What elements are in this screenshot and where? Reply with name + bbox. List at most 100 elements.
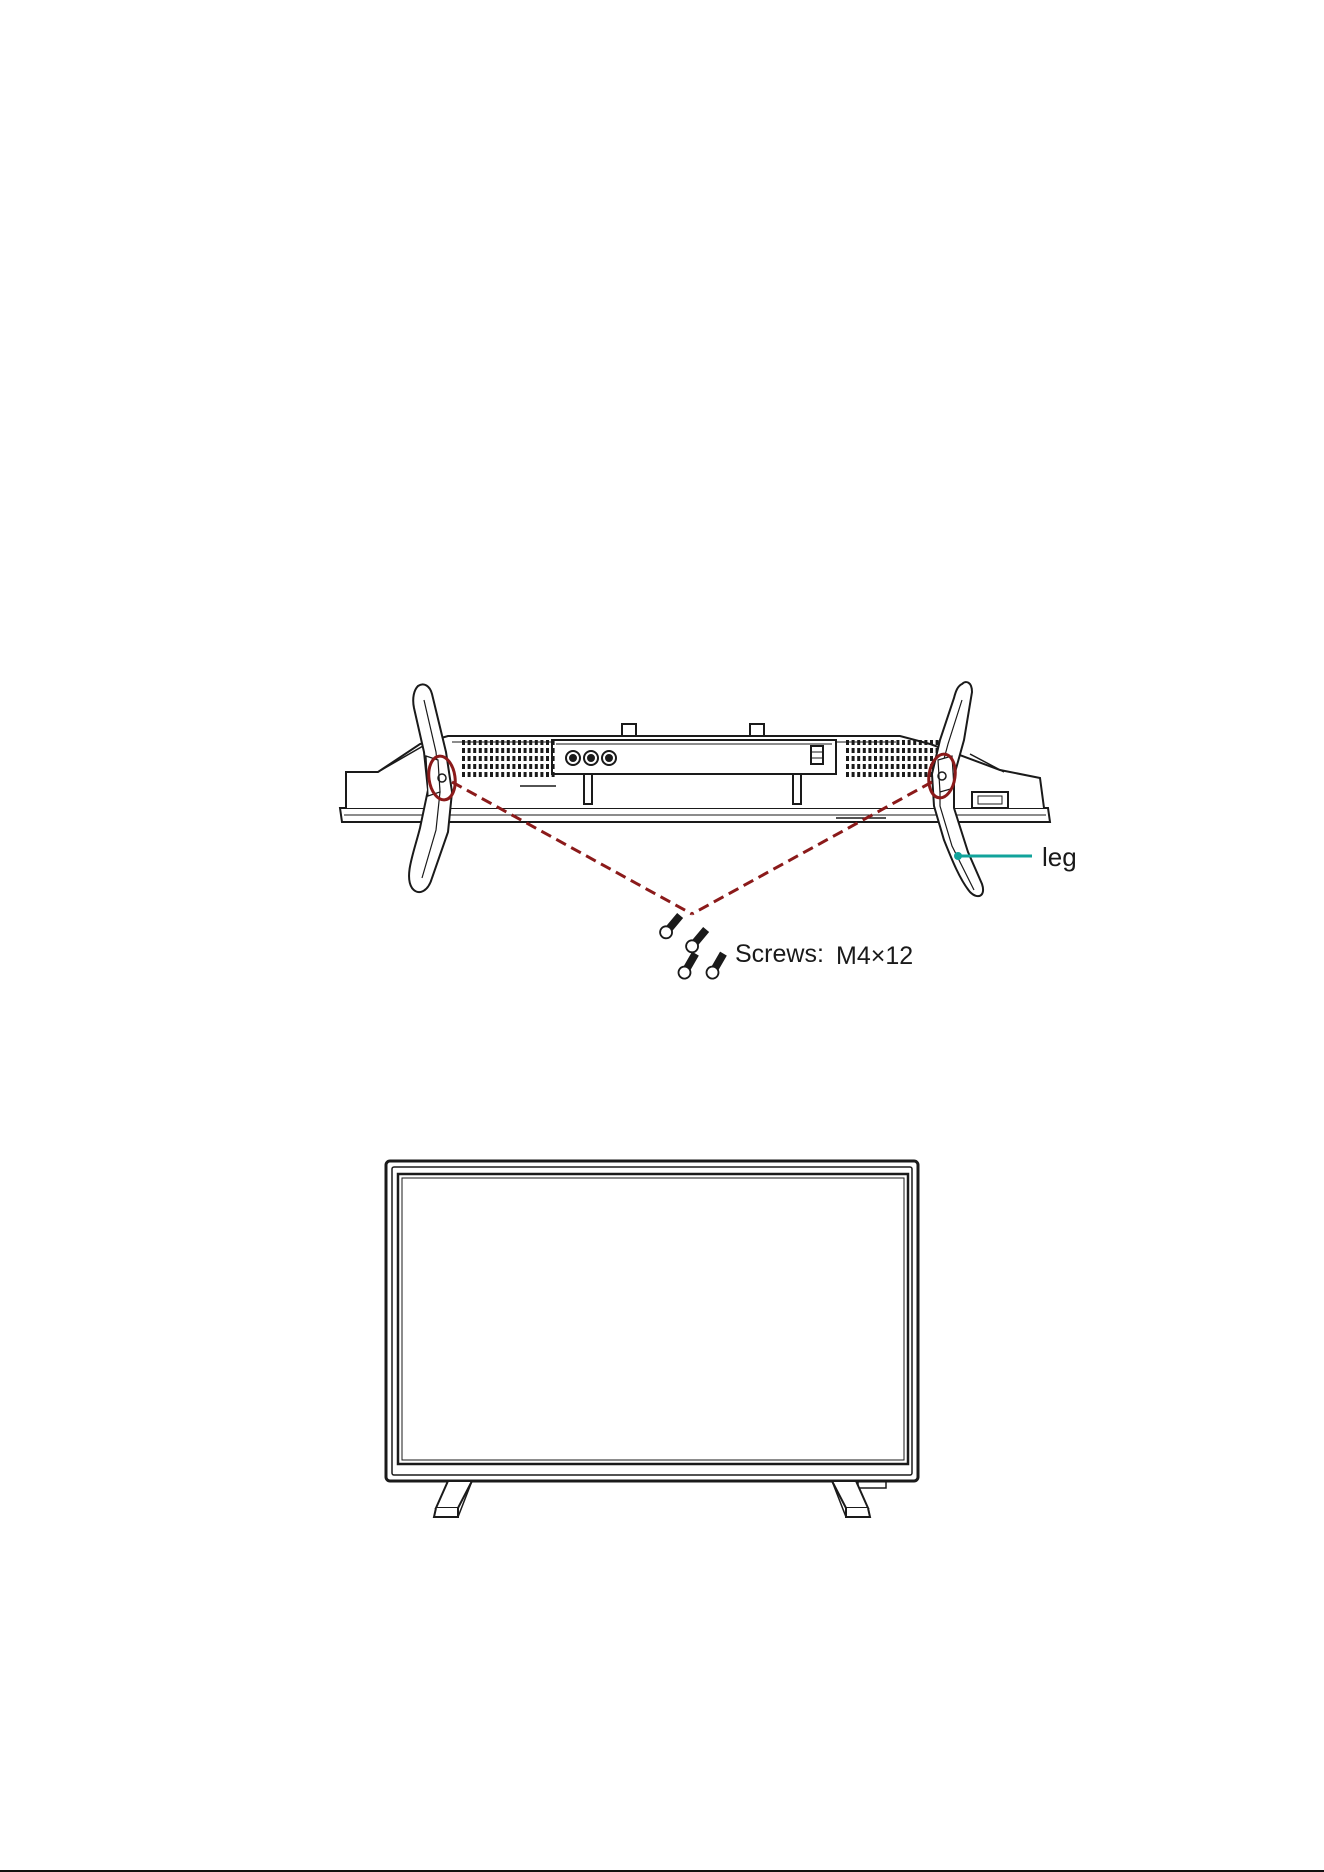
vent-slot [479,748,482,753]
vent-slot [546,772,549,777]
vent-slot [552,764,555,769]
vent-slot [479,772,482,777]
vent-slot [891,764,894,769]
vent-slot [490,756,493,761]
vent-slot [546,748,549,753]
vent-slot [529,764,532,769]
vent-slot [919,748,922,753]
vent-slot [484,748,487,753]
vent-slot [490,764,493,769]
vent-slot [896,772,899,777]
vent-slot [891,756,894,761]
vent-slot [874,748,877,753]
vent-slot [484,756,487,761]
vent-slot [535,756,538,761]
vent-slot [930,740,933,745]
vent-slot [846,740,849,745]
vent-slot [496,772,499,777]
vent-slot [880,764,883,769]
vent-slot [913,764,916,769]
vent-slot [546,756,549,761]
vent-slot [507,748,510,753]
vent-slot [885,756,888,761]
vent-slot [846,756,849,761]
vent-slot [852,740,855,745]
vent-slot [468,764,471,769]
vent-slot [496,756,499,761]
vent-slot [880,748,883,753]
vent-slot [524,756,527,761]
vent-slot [496,740,499,745]
vent-slot [507,764,510,769]
vent-slot [908,764,911,769]
vent-slot [512,748,515,753]
top-tab-right [750,724,764,736]
vent-slot [913,748,916,753]
vent-slot [518,764,521,769]
vent-slot [930,748,933,753]
vent-slot [874,764,877,769]
vent-slot [512,772,515,777]
vent-slot [896,764,899,769]
vent-slot [902,740,905,745]
vent-slot [913,756,916,761]
vent-slot [512,740,515,745]
vent-slot [857,772,860,777]
vent-slot [529,748,532,753]
vent-slot [896,748,899,753]
vent-slot [484,764,487,769]
vent-slot [479,764,482,769]
vent-slot [885,772,888,777]
vent-slot [540,764,543,769]
screws-icon [658,912,729,980]
vent-slot [924,756,927,761]
vent-slot [484,772,487,777]
vent-slot [479,756,482,761]
leg-label: leg [1042,842,1077,872]
vent-slot [507,756,510,761]
vent-slot [468,756,471,761]
vent-slot [473,772,476,777]
vent-slot [868,748,871,753]
vent-slot [529,740,532,745]
vent-slot [512,756,515,761]
screws-spec: M4×12 [836,942,913,970]
vent-slot [518,740,521,745]
vent-slot [913,740,916,745]
vent-slot [846,748,849,753]
vent-slot [501,740,504,745]
vent-slot [902,764,905,769]
vent-slot [462,772,465,777]
vent-slot [552,748,555,753]
vent-slot [846,764,849,769]
tv-outer-frame [386,1161,918,1481]
vent-slot [846,772,849,777]
vent-slot [473,764,476,769]
vent-slot [857,740,860,745]
vent-slot [913,772,916,777]
vent-slot [496,748,499,753]
vent-slot [512,764,515,769]
vent-slot [863,740,866,745]
vent-slot [473,756,476,761]
vent-slot [540,772,543,777]
vent-slot [535,740,538,745]
vent-slot [919,764,922,769]
vent-slot [552,772,555,777]
vent-slot [540,740,543,745]
vent-slot [546,764,549,769]
vent-slot [863,756,866,761]
vent-slot [552,740,555,745]
vent-slot [546,740,549,745]
vent-slot [868,740,871,745]
vent-slot [896,756,899,761]
vent-slot [924,740,927,745]
vent-slot [896,740,899,745]
vent-slot [535,764,538,769]
screws-label: Screws: [735,940,824,968]
vent-slot [880,772,883,777]
vent-slot [924,764,927,769]
vent-slot [908,772,911,777]
vent-slot [462,748,465,753]
vent-slot [885,748,888,753]
